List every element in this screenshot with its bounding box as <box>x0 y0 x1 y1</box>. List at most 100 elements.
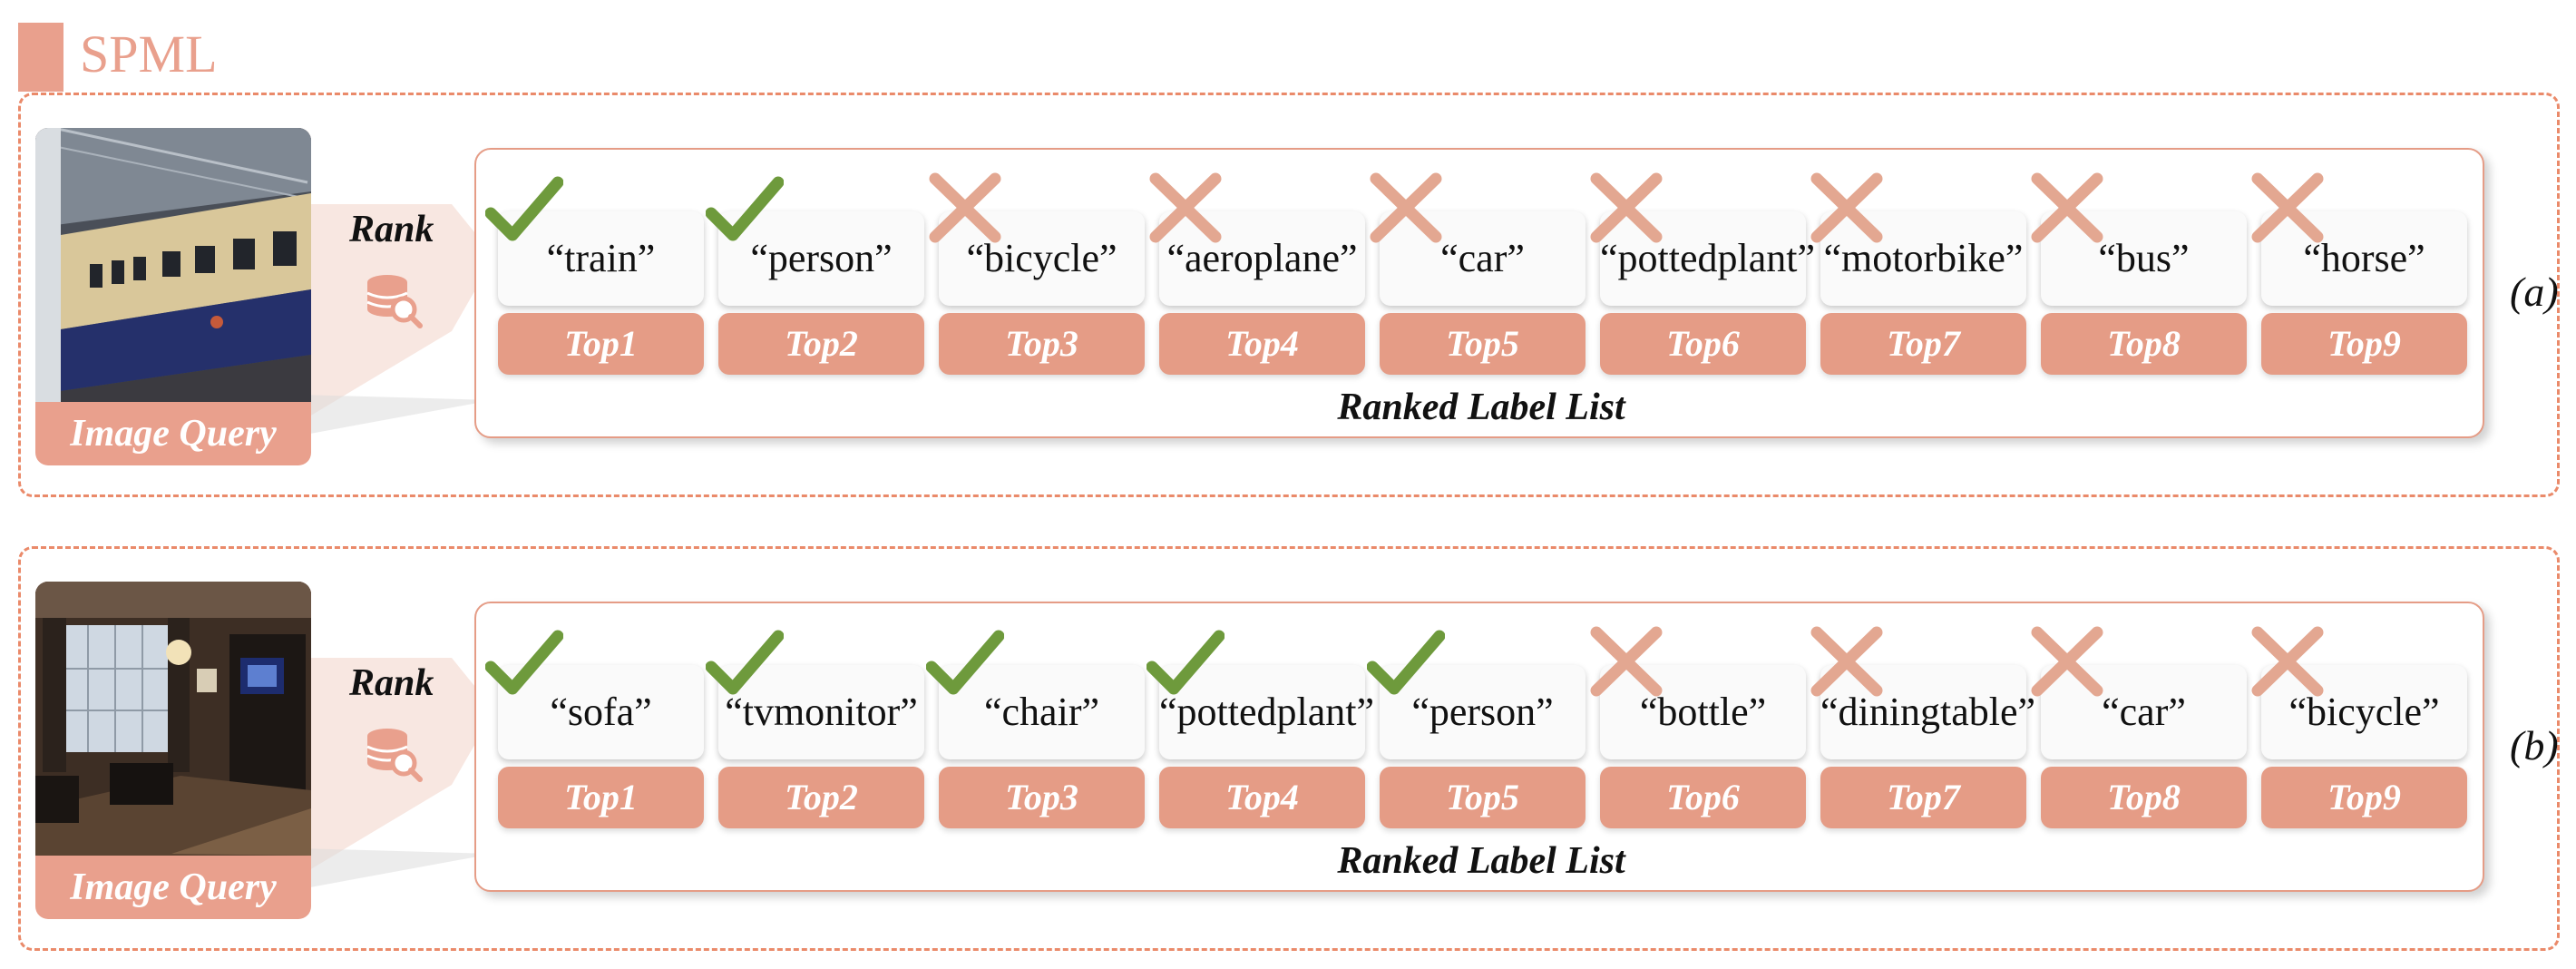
check-icon <box>1367 630 1445 695</box>
label-text: “pottedplant” <box>1159 690 1375 734</box>
check-icon <box>706 176 784 241</box>
method-title: SPML <box>80 24 218 83</box>
label-card <box>1600 665 1806 759</box>
label-card <box>498 665 704 759</box>
ranked-list-title: Ranked Label List <box>1337 387 1625 428</box>
cross-icon <box>2251 172 2324 243</box>
rank-position: Top6 <box>1600 767 1806 828</box>
cross-icon <box>1810 626 1883 697</box>
rank-position: Top8 <box>2041 313 2247 375</box>
label-text: “motorbike” <box>1823 236 2024 280</box>
image-query-label: Image Query <box>70 866 277 908</box>
rank-position: Top2 <box>718 767 924 828</box>
check-icon <box>1147 630 1225 695</box>
rank-position: Top9 <box>2261 313 2467 375</box>
train-photo <box>35 128 311 402</box>
label-card <box>718 211 924 306</box>
ranked-item: “bicycle” Top9 <box>2251 626 2467 828</box>
ranked-item: “pottedplant” Top6 <box>1590 172 1816 375</box>
check-icon <box>706 630 784 695</box>
rank-position: Top6 <box>1600 313 1806 375</box>
label-text: “car” <box>1440 236 1525 280</box>
ranked-item: “bus” Top8 <box>2031 172 2247 375</box>
rank-position: Top1 <box>498 767 704 828</box>
ranked-item: “bottle” Top6 <box>1590 626 1806 828</box>
rank-position: Top9 <box>2261 767 2467 828</box>
cross-icon <box>1810 172 1883 243</box>
cross-icon <box>2031 626 2103 697</box>
label-text: “person” <box>1411 690 1554 734</box>
rank-position: Top5 <box>1380 313 1586 375</box>
cross-icon <box>1149 172 1222 243</box>
label-text: “chair” <box>984 690 1099 734</box>
label-card <box>939 211 1145 306</box>
image-query-card: Image Query <box>35 582 311 919</box>
label-text: “sofa” <box>550 690 652 734</box>
ranked-item: “motorbike” Top7 <box>1810 172 2026 375</box>
label-text: “pottedplant” <box>1600 236 1816 280</box>
ranked-item: “pottedplant” Top4 <box>1147 630 1375 828</box>
ranked-list-title: Ranked Label List <box>1337 840 1625 882</box>
label-text: “diningtable” <box>1820 690 2036 734</box>
rank-position: Top2 <box>718 313 924 375</box>
label-card <box>718 665 924 759</box>
cross-icon <box>1590 626 1663 697</box>
header-color-swatch <box>18 23 63 92</box>
check-icon <box>485 176 563 241</box>
ranked-item: “horse” Top9 <box>2251 172 2467 375</box>
ranked-item: “car” Top5 <box>1370 172 1586 375</box>
label-text: “person” <box>750 236 893 280</box>
rank-position: Top5 <box>1380 767 1586 828</box>
ranked-item: “tvmonitor” Top2 <box>706 630 924 828</box>
ranked-item: “train” Top1 <box>485 176 704 375</box>
label-card <box>1820 211 2026 306</box>
ranked-item: “chair” Top3 <box>926 630 1145 828</box>
label-card <box>1820 665 2026 759</box>
image-query-label: Image Query <box>70 413 277 455</box>
cross-icon <box>1370 172 1442 243</box>
panel-letter-a: (a) <box>2510 269 2559 315</box>
database-search-icon <box>366 729 423 782</box>
rank-label: Rank <box>349 209 434 250</box>
label-card <box>1600 211 1806 306</box>
label-card <box>2041 211 2247 306</box>
ranked-item: “aeroplane” Top4 <box>1149 172 1365 375</box>
ranked-label-list: “train” Top1 “person” Top2 “bicycle” Top… <box>474 148 2484 438</box>
label-text: “aeroplane” <box>1166 236 1358 280</box>
label-card <box>1380 665 1586 759</box>
label-card <box>2041 665 2247 759</box>
ranked-item: “diningtable” Top7 <box>1810 626 2036 828</box>
label-card <box>1159 665 1365 759</box>
label-text: “tvmonitor” <box>725 690 918 734</box>
check-icon <box>485 630 563 695</box>
cross-icon <box>2251 626 2324 697</box>
ranked-label-list: “sofa” Top1 “tvmonitor” Top2 “chair” Top… <box>474 602 2484 892</box>
rank-position: Top8 <box>2041 767 2247 828</box>
check-icon <box>926 630 1004 695</box>
panel-b: Image Query Rank “sofa” Top1 “tvmonitor”… <box>18 546 2560 951</box>
label-card <box>939 665 1145 759</box>
rank-position: Top7 <box>1820 767 2026 828</box>
cross-icon <box>2031 172 2103 243</box>
label-text: “horse” <box>2303 236 2425 280</box>
label-text: “bicycle” <box>2288 690 2440 734</box>
label-card <box>2261 665 2467 759</box>
rank-position: Top3 <box>939 767 1145 828</box>
label-text: “car” <box>2102 690 2186 734</box>
rank-position: Top4 <box>1159 313 1365 375</box>
label-text: “bicycle” <box>966 236 1117 280</box>
rank-position: Top1 <box>498 313 704 375</box>
label-card <box>2261 211 2467 306</box>
panel-a: Image Query Rank “train” Top1 “person” T… <box>18 93 2560 497</box>
ranked-item: “person” Top5 <box>1367 630 1586 828</box>
living-room-photo <box>35 582 311 856</box>
rank-position: Top7 <box>1820 313 2026 375</box>
label-card <box>498 211 704 306</box>
label-text: “bus” <box>2098 236 2190 280</box>
ranked-item: “sofa” Top1 <box>485 630 704 828</box>
panel-letter-b: (b) <box>2510 722 2559 768</box>
cross-icon <box>929 172 1001 243</box>
rank-label: Rank <box>349 662 434 704</box>
rank-position: Top3 <box>939 313 1145 375</box>
label-text: “bottle” <box>1639 690 1767 734</box>
